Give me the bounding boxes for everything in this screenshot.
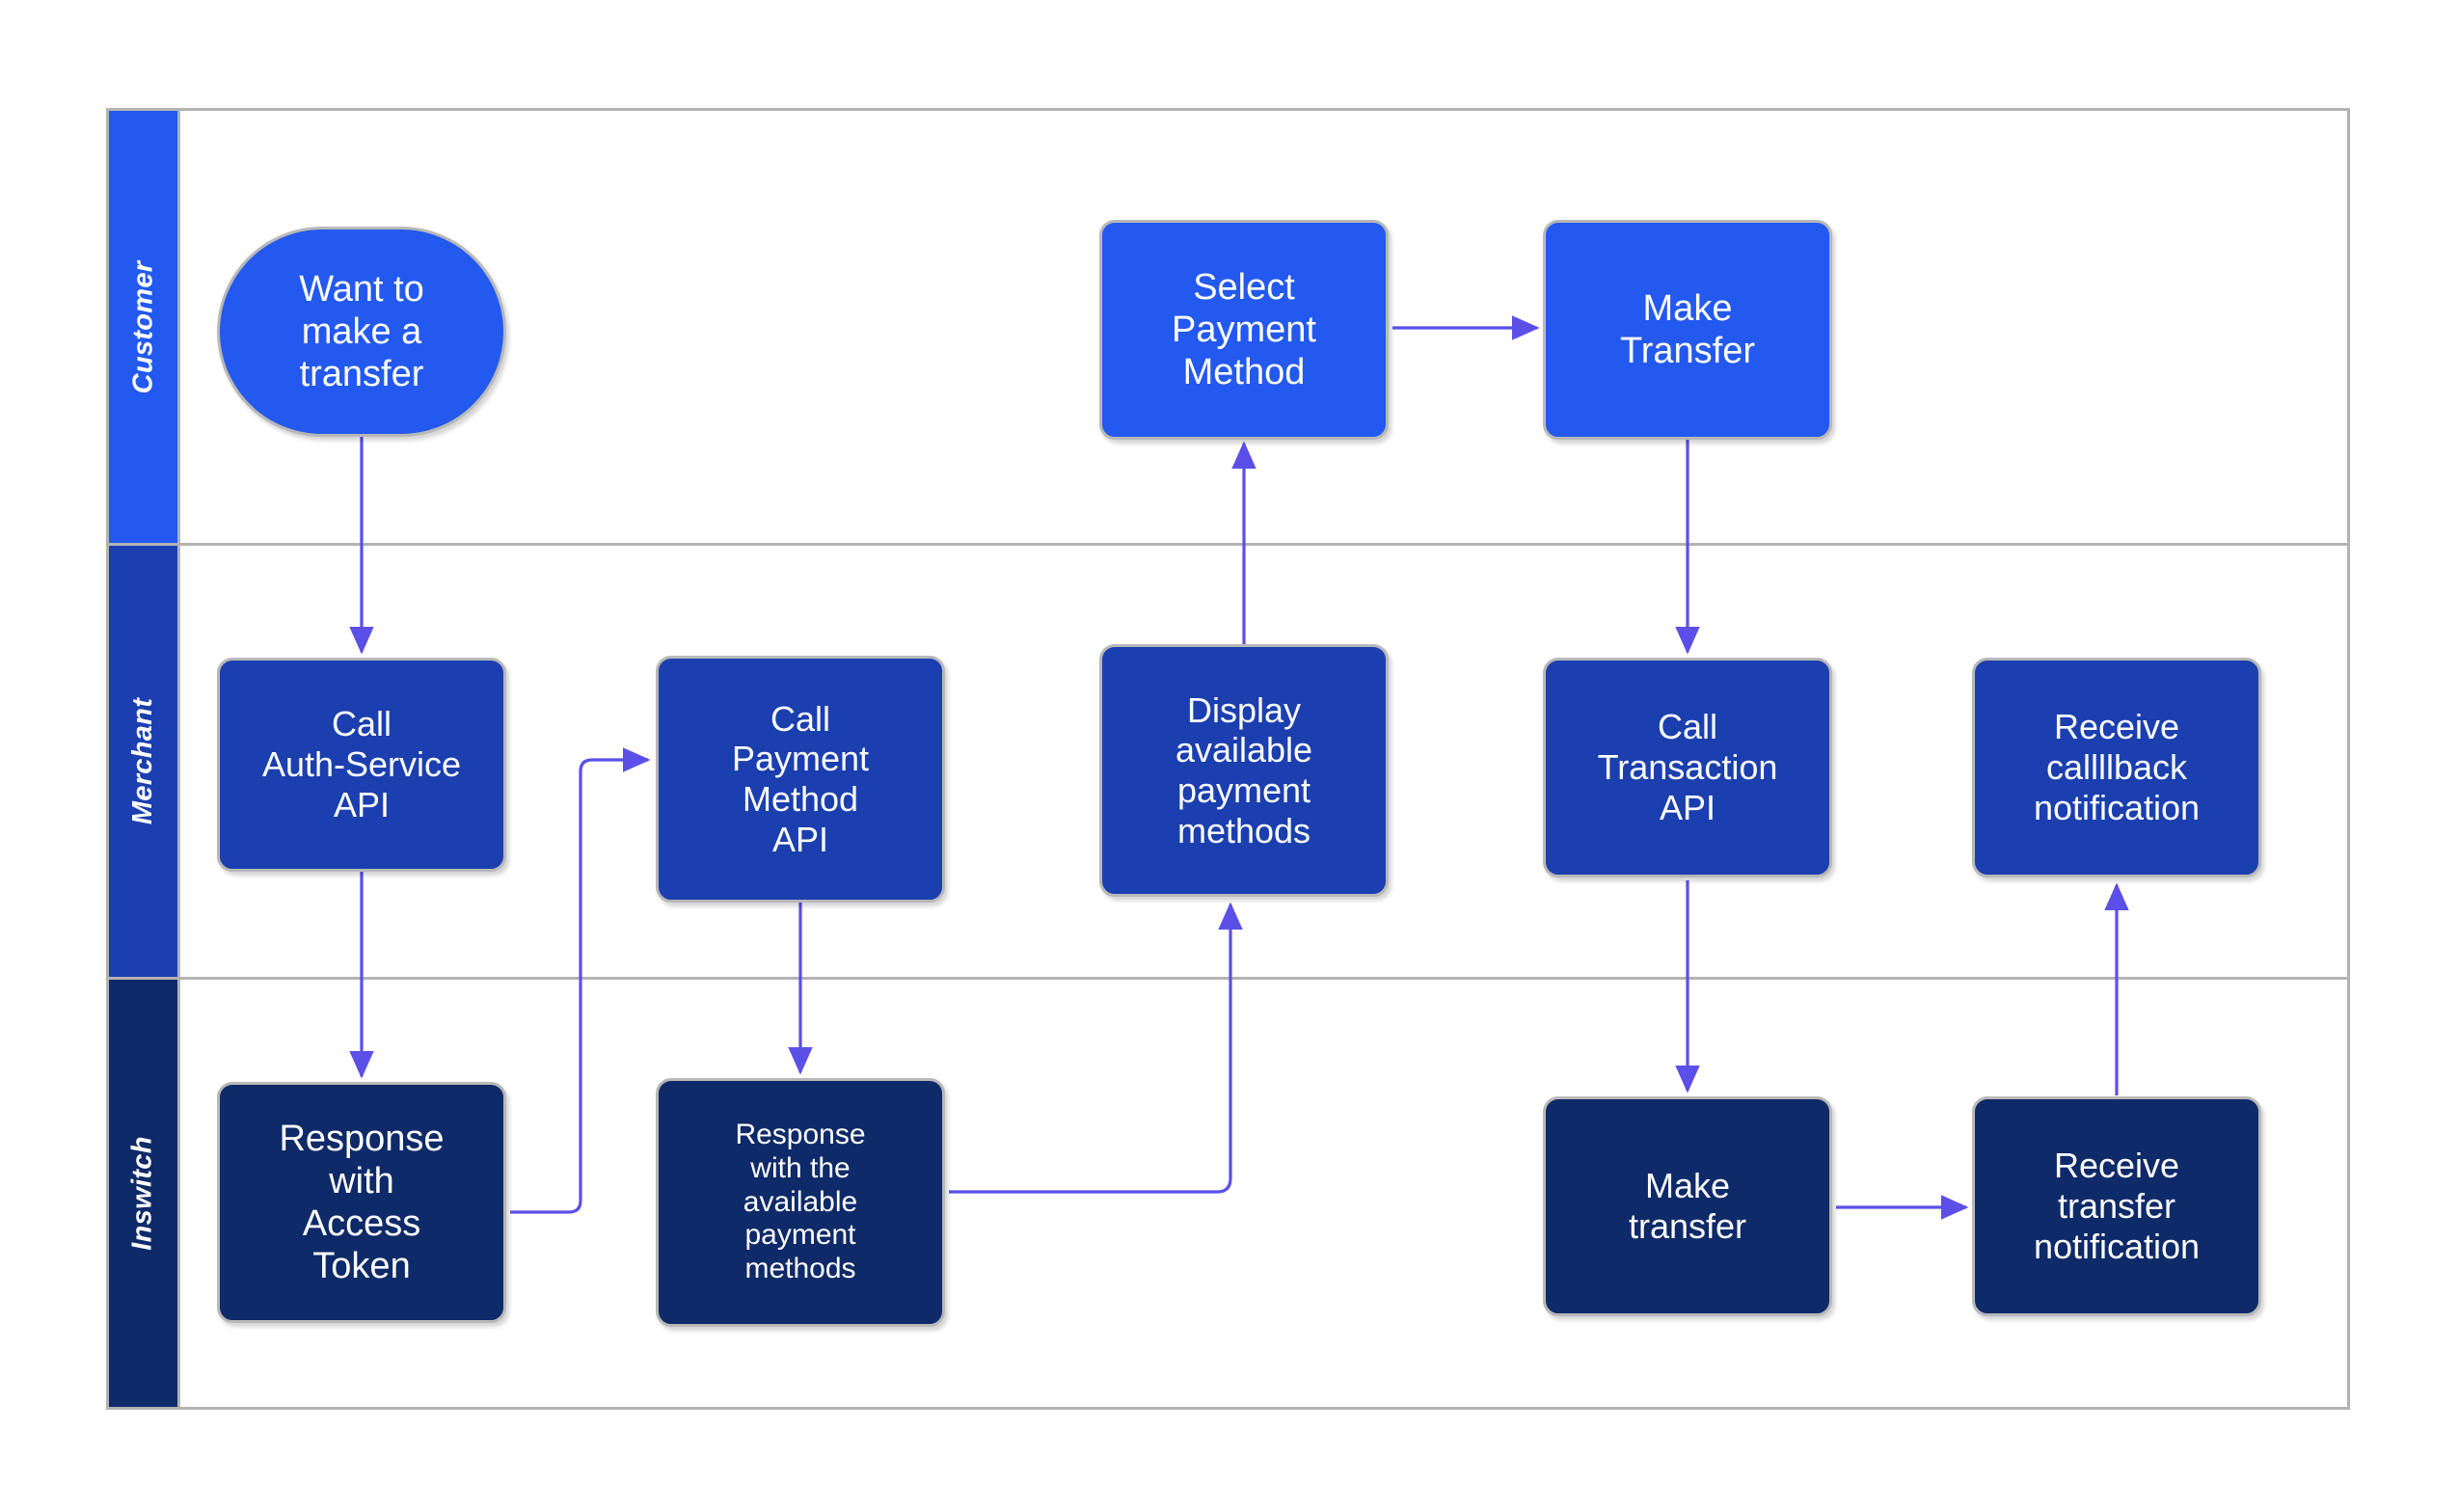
node-display-available-payment-methods-label: Display available payment methods [1175, 689, 1313, 850]
node-response-with-available-payment-methods-label: Response with the available payment meth… [735, 1119, 866, 1285]
node-call-payment-method-api-label: Call Payment Method API [731, 698, 870, 859]
node-call-auth-service-api-label: Call Auth-Service API [261, 704, 462, 824]
lane-band-customer: Customer [109, 111, 180, 543]
node-receive-callback-notification-label: Receive callllback notification [2033, 707, 2201, 827]
lane-merchant: Merchant [109, 543, 2347, 977]
node-response-with-available-payment-methods[interactable]: Response with the available payment meth… [656, 1078, 945, 1327]
node-select-payment-method-label: Select Payment Method [1172, 266, 1316, 393]
node-call-transaction-api-label: Call Transaction API [1597, 707, 1778, 827]
node-make-transfer-customer[interactable]: Make Transfer [1543, 220, 1832, 440]
node-make-transfer-customer-label: Make Transfer [1619, 287, 1756, 371]
node-want-transfer[interactable]: Want to make a transfer [217, 227, 506, 437]
lane-label-merchant: Merchant [127, 697, 159, 825]
node-receive-callback-notification[interactable]: Receive callllback notification [1972, 658, 2261, 878]
node-response-with-access-token[interactable]: Response with Access Token [217, 1082, 506, 1323]
lane-customer: Customer [109, 111, 2347, 543]
node-call-transaction-api[interactable]: Call Transaction API [1543, 658, 1832, 878]
lane-band-merchant: Merchant [109, 546, 180, 977]
node-receive-transfer-notification[interactable]: Receive transfer notification [1972, 1096, 2261, 1316]
node-call-auth-service-api[interactable]: Call Auth-Service API [217, 658, 506, 872]
lane-label-customer: Customer [127, 260, 159, 393]
lane-band-inswitch: Inswitch [109, 980, 180, 1407]
node-display-available-payment-methods[interactable]: Display available payment methods [1099, 644, 1389, 897]
node-make-transfer-inswitch-label: Make transfer [1628, 1166, 1747, 1246]
node-receive-transfer-notification-label: Receive transfer notification [2033, 1146, 2201, 1266]
node-response-with-access-token-label: Response with Access Token [279, 1118, 445, 1287]
node-make-transfer-inswitch[interactable]: Make transfer [1543, 1096, 1832, 1316]
node-want-transfer-label: Want to make a transfer [299, 268, 424, 395]
node-select-payment-method[interactable]: Select Payment Method [1099, 220, 1389, 440]
node-call-payment-method-api[interactable]: Call Payment Method API [656, 656, 945, 903]
lane-label-inswitch: Inswitch [127, 1136, 159, 1251]
